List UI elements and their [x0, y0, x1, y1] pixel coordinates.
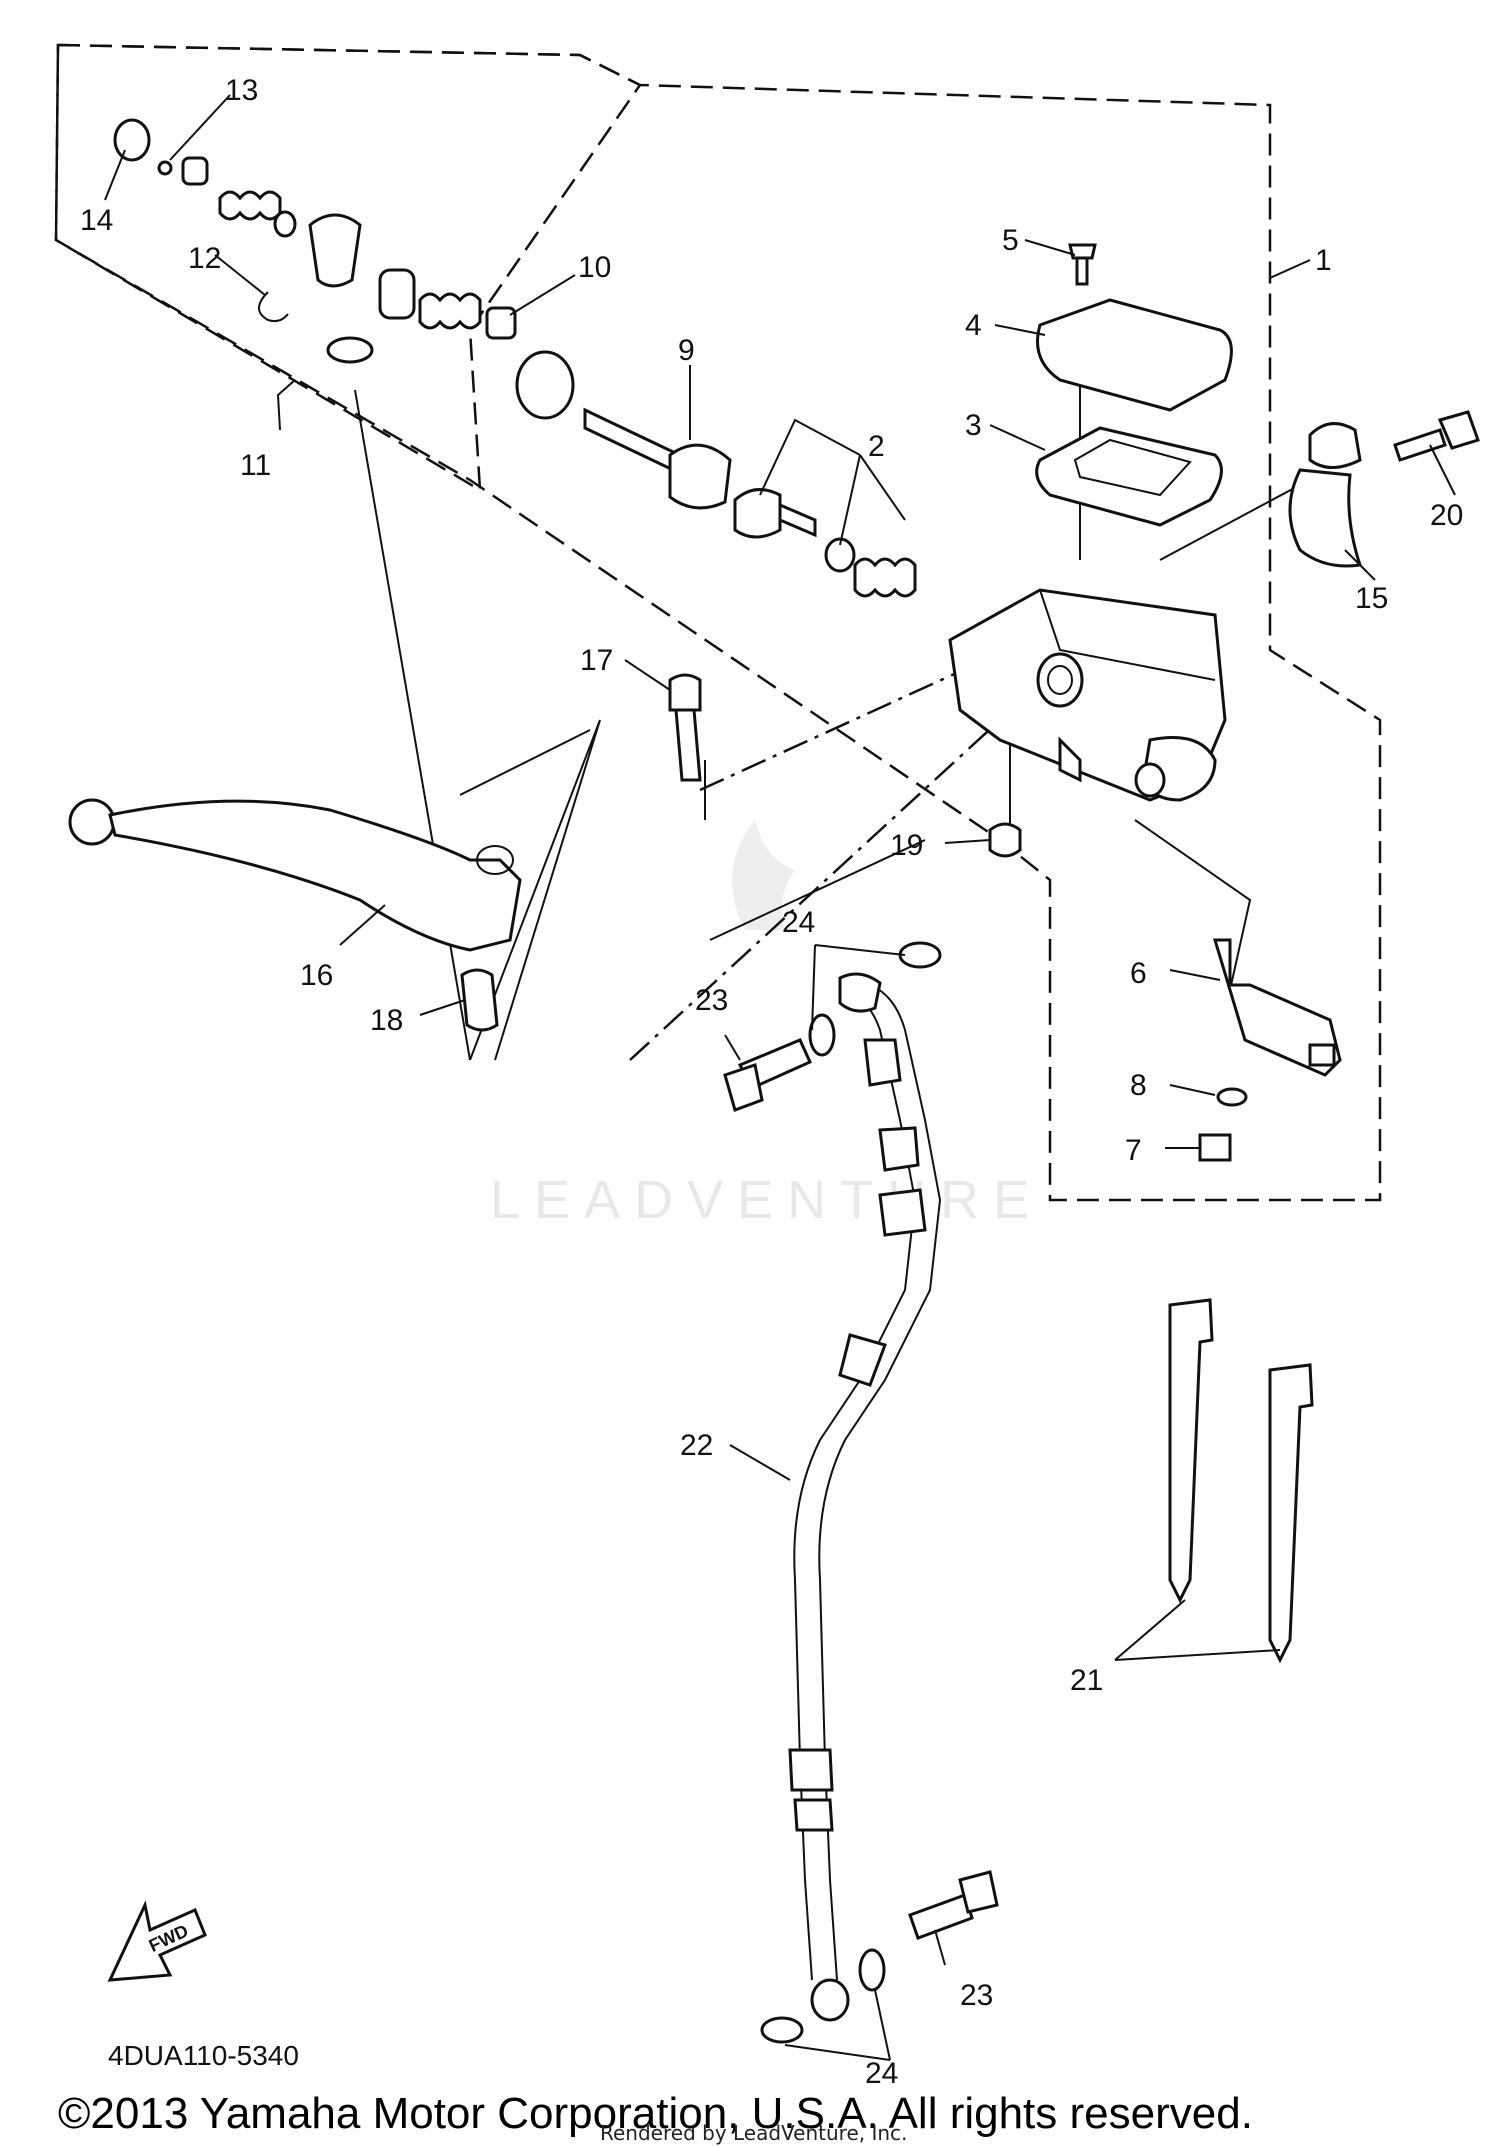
- callout-24b: 24: [865, 2057, 898, 2090]
- assembly-lines: [354, 310, 1301, 1061]
- callout-13: 13: [225, 74, 258, 107]
- washer-24a-icon: [898, 941, 942, 969]
- washer-24d-icon: [858, 1948, 886, 1992]
- seal-2-icon: [824, 537, 856, 573]
- callout-9: 9: [678, 334, 695, 367]
- cable-tie-1-icon: [1168, 1298, 1214, 1604]
- e-clip-icon: [258, 291, 289, 323]
- spring-small-icon: [218, 190, 282, 221]
- rendered-by: Rendered by LeadVenture, Inc.: [600, 2121, 907, 2145]
- callout-6: 6: [1130, 957, 1147, 990]
- screw-shank-icon: [1075, 256, 1089, 286]
- callout-16: 16: [300, 959, 333, 992]
- piston-cup-icon: [308, 213, 362, 288]
- callout-23b: 23: [960, 1979, 993, 2012]
- cable-ties: [1168, 1298, 1314, 1664]
- o-ring-icon: [326, 336, 374, 364]
- watermark-text: LEADVENTURE: [490, 1170, 1043, 1230]
- callouts: 1 2 3 4 5 6 7 8 9 10 11 12 13 14 15 16 1…: [80, 74, 1463, 2090]
- callout-18: 18: [370, 1004, 403, 1037]
- callout-10: 10: [578, 251, 611, 284]
- bolt-17-head-icon: [668, 673, 702, 712]
- top-left-parts: [113, 118, 482, 364]
- switch-6-icon: [1212, 938, 1342, 1077]
- spring-2-icon: [853, 557, 917, 598]
- callout-5: 5: [1002, 224, 1019, 257]
- spring-icon: [418, 292, 482, 330]
- callout-15: 15: [1355, 582, 1388, 615]
- fwd-arrow-icon: [107, 1900, 207, 1982]
- banjo-upper-icon: [838, 972, 882, 1013]
- callout-22: 22: [680, 1429, 713, 1462]
- piston-2-icon: [733, 488, 782, 539]
- clamp-15-icon: [1288, 468, 1362, 568]
- callout-12: 12: [188, 242, 221, 275]
- banjo-lower-icon: [810, 1978, 850, 2022]
- washer-24c-icon: [760, 2016, 804, 2044]
- boot-icon: [515, 350, 575, 420]
- bolt-20-shank-icon: [1393, 428, 1447, 462]
- collar-18-icon: [460, 968, 499, 1032]
- callout-11: 11: [240, 449, 271, 482]
- washer-8-icon: [1216, 1087, 1248, 1107]
- callout-1: 1: [1315, 244, 1332, 277]
- callout-3: 3: [965, 409, 982, 442]
- bolt-17-shank-icon: [674, 708, 702, 782]
- fwd-arrow: FWD: [107, 1900, 207, 1982]
- cap-icon: [113, 118, 151, 162]
- callout-14: 14: [80, 204, 113, 237]
- lever-16-icon: [108, 799, 522, 952]
- callout-21: 21: [1070, 1664, 1103, 1697]
- piston-parts: [485, 306, 917, 598]
- banjo-bolt-23b-icon: [908, 1893, 974, 1940]
- cable-tie-2-icon: [1268, 1363, 1314, 1664]
- brake-hose: [723, 941, 999, 2044]
- nut-10-icon: [485, 306, 517, 340]
- callout-20: 20: [1430, 499, 1463, 532]
- callout-2: 2: [868, 430, 885, 463]
- callout-19: 19: [890, 829, 923, 862]
- nut-icon: [181, 156, 209, 186]
- callout-24a: 24: [782, 906, 815, 939]
- reservoir-cap-parts: [1035, 243, 1233, 527]
- callout-7: 7: [1125, 1134, 1142, 1167]
- nut-19-icon: [988, 822, 1022, 858]
- callout-17: 17: [580, 644, 613, 677]
- clamp-parts: [1288, 410, 1480, 568]
- adjuster-icon: [378, 268, 416, 320]
- cap-4-icon: [1036, 298, 1233, 412]
- bolt-20-head-icon: [1437, 410, 1480, 450]
- switch-plug-icon: [1308, 1043, 1336, 1067]
- watermark: LEADVENTURE: [490, 820, 1043, 1230]
- assembly-outlines: [54, 43, 1382, 1202]
- part-code: 4DUA110-5340: [108, 2040, 299, 2071]
- diaphragm-3-icon: [1035, 426, 1223, 527]
- pivot-parts: [668, 673, 1022, 858]
- clamp-top-icon: [1308, 422, 1362, 469]
- circlip-icon: [157, 160, 173, 176]
- lever: [68, 798, 522, 1032]
- callout-23a: 23: [695, 984, 728, 1017]
- master-cylinder-body: [948, 588, 1227, 802]
- piston-9-icon: [668, 443, 732, 510]
- callout-4: 4: [965, 309, 982, 342]
- leader-lines: [104, 94, 1456, 2061]
- screw-7-icon: [1198, 1133, 1232, 1162]
- brake-switch: [1198, 938, 1342, 1162]
- washer-icon: [273, 210, 297, 238]
- washer-24b-icon: [808, 1013, 836, 1057]
- copyright: ©2013 Yamaha Motor Corporation, U.S.A. A…: [58, 2089, 1253, 2138]
- callout-8: 8: [1130, 1069, 1147, 1102]
- lever-ball-icon: [68, 798, 116, 846]
- screw-5-icon: [1068, 243, 1097, 260]
